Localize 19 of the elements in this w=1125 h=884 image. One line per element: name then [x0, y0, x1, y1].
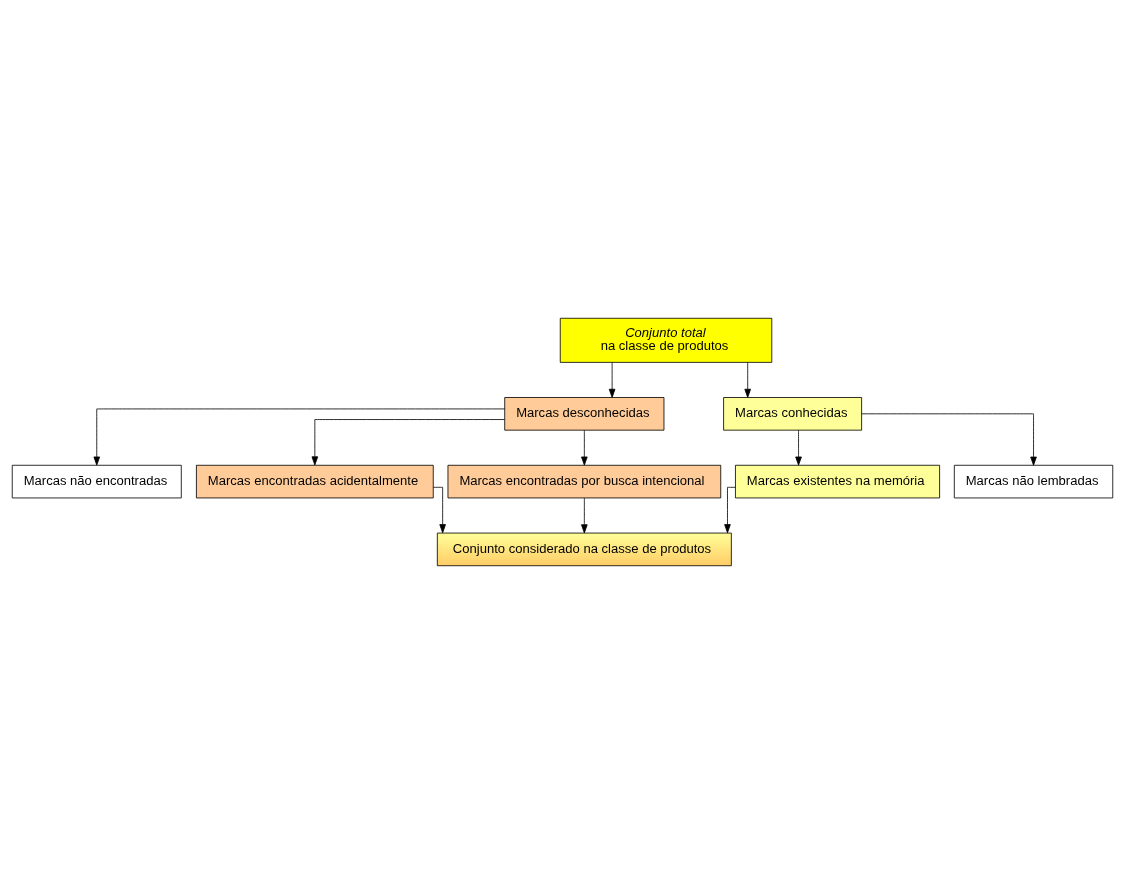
- node-box: Marcas conhecidas: [723, 397, 863, 431]
- node-box: Marcas não encontradas: [11, 464, 182, 499]
- node-box: Marcas encontradas por busca intencional: [447, 464, 722, 499]
- arrow: [724, 486, 736, 534]
- arrow: [608, 361, 616, 398]
- node-box: Conjunto considerado na classe de produtos: [436, 532, 732, 567]
- arrow: [861, 413, 1037, 466]
- arrow: [744, 361, 751, 398]
- arrow: [581, 429, 588, 466]
- arrow: [581, 497, 588, 534]
- arrow: [795, 429, 802, 466]
- node-box: Conjunto total na classe de produtos: [559, 317, 773, 363]
- node-box: Marcas desconhecidas: [504, 397, 665, 431]
- arrow: [433, 486, 446, 534]
- arrow: [311, 419, 505, 466]
- node-box: Marcas existentes na memória: [735, 464, 941, 499]
- arrow: [93, 408, 506, 466]
- node-box: Marcas não lembradas: [953, 464, 1114, 499]
- node-box: Marcas encontradas acidentalmente: [196, 464, 434, 499]
